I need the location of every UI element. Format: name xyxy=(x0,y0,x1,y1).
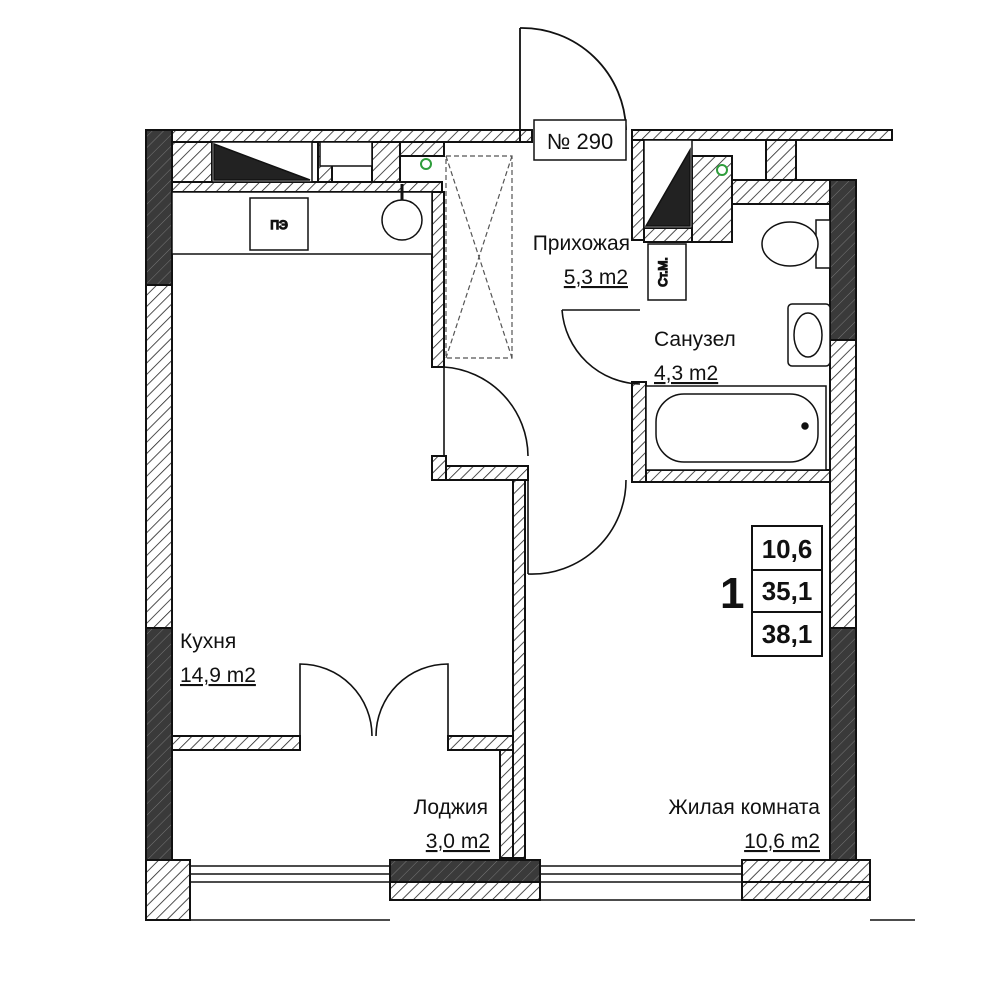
room-name-kitchen: Кухня xyxy=(180,630,236,653)
room-area-hallway: 5,3 m2 xyxy=(564,266,628,289)
summary-living-area: 10,6 xyxy=(762,534,813,564)
entrance-door xyxy=(519,27,627,131)
exterior-walls xyxy=(145,129,893,921)
room-area-bathroom: 4,3 m2 xyxy=(654,362,718,385)
room-area-kitchen: 14,9 m2 xyxy=(180,664,256,687)
room-name-bathroom: Санузел xyxy=(654,328,736,351)
bathroom-fixtures: Ст.М. xyxy=(643,139,831,471)
interior-doors xyxy=(299,309,641,737)
windows xyxy=(189,865,915,921)
room-name-hallway: Прихожая xyxy=(533,232,630,255)
apartment-number-label: № 290 xyxy=(547,129,613,154)
apartment-number: № 290 xyxy=(533,119,627,161)
room-name-living: Жилая комната xyxy=(668,796,820,819)
room-area-living: 10,6 m2 xyxy=(744,830,820,853)
room-labels: Прихожая 5,3 m2 Санузел 4,3 m2 Кухня 14,… xyxy=(180,232,820,853)
vent-marker-bathroom xyxy=(716,164,728,176)
summary-total-with-loggia: 38,1 xyxy=(762,619,813,649)
summary-total-area: 35,1 xyxy=(762,576,813,606)
room-area-loggia: 3,0 m2 xyxy=(426,830,490,853)
kitchen-fixtures: ПЭ xyxy=(171,141,433,255)
wardrobe xyxy=(445,155,513,359)
vent-markers xyxy=(420,158,728,176)
area-summary: 1 10,6 35,1 38,1 xyxy=(720,525,823,657)
room-name-loggia: Лоджия xyxy=(414,796,488,819)
riser-label: Ст.М. xyxy=(656,257,670,287)
rooms-count: 1 xyxy=(720,569,744,618)
interior-walls xyxy=(171,129,831,859)
stove-label: ПЭ xyxy=(270,218,288,232)
vent-marker-kitchen xyxy=(420,158,432,170)
